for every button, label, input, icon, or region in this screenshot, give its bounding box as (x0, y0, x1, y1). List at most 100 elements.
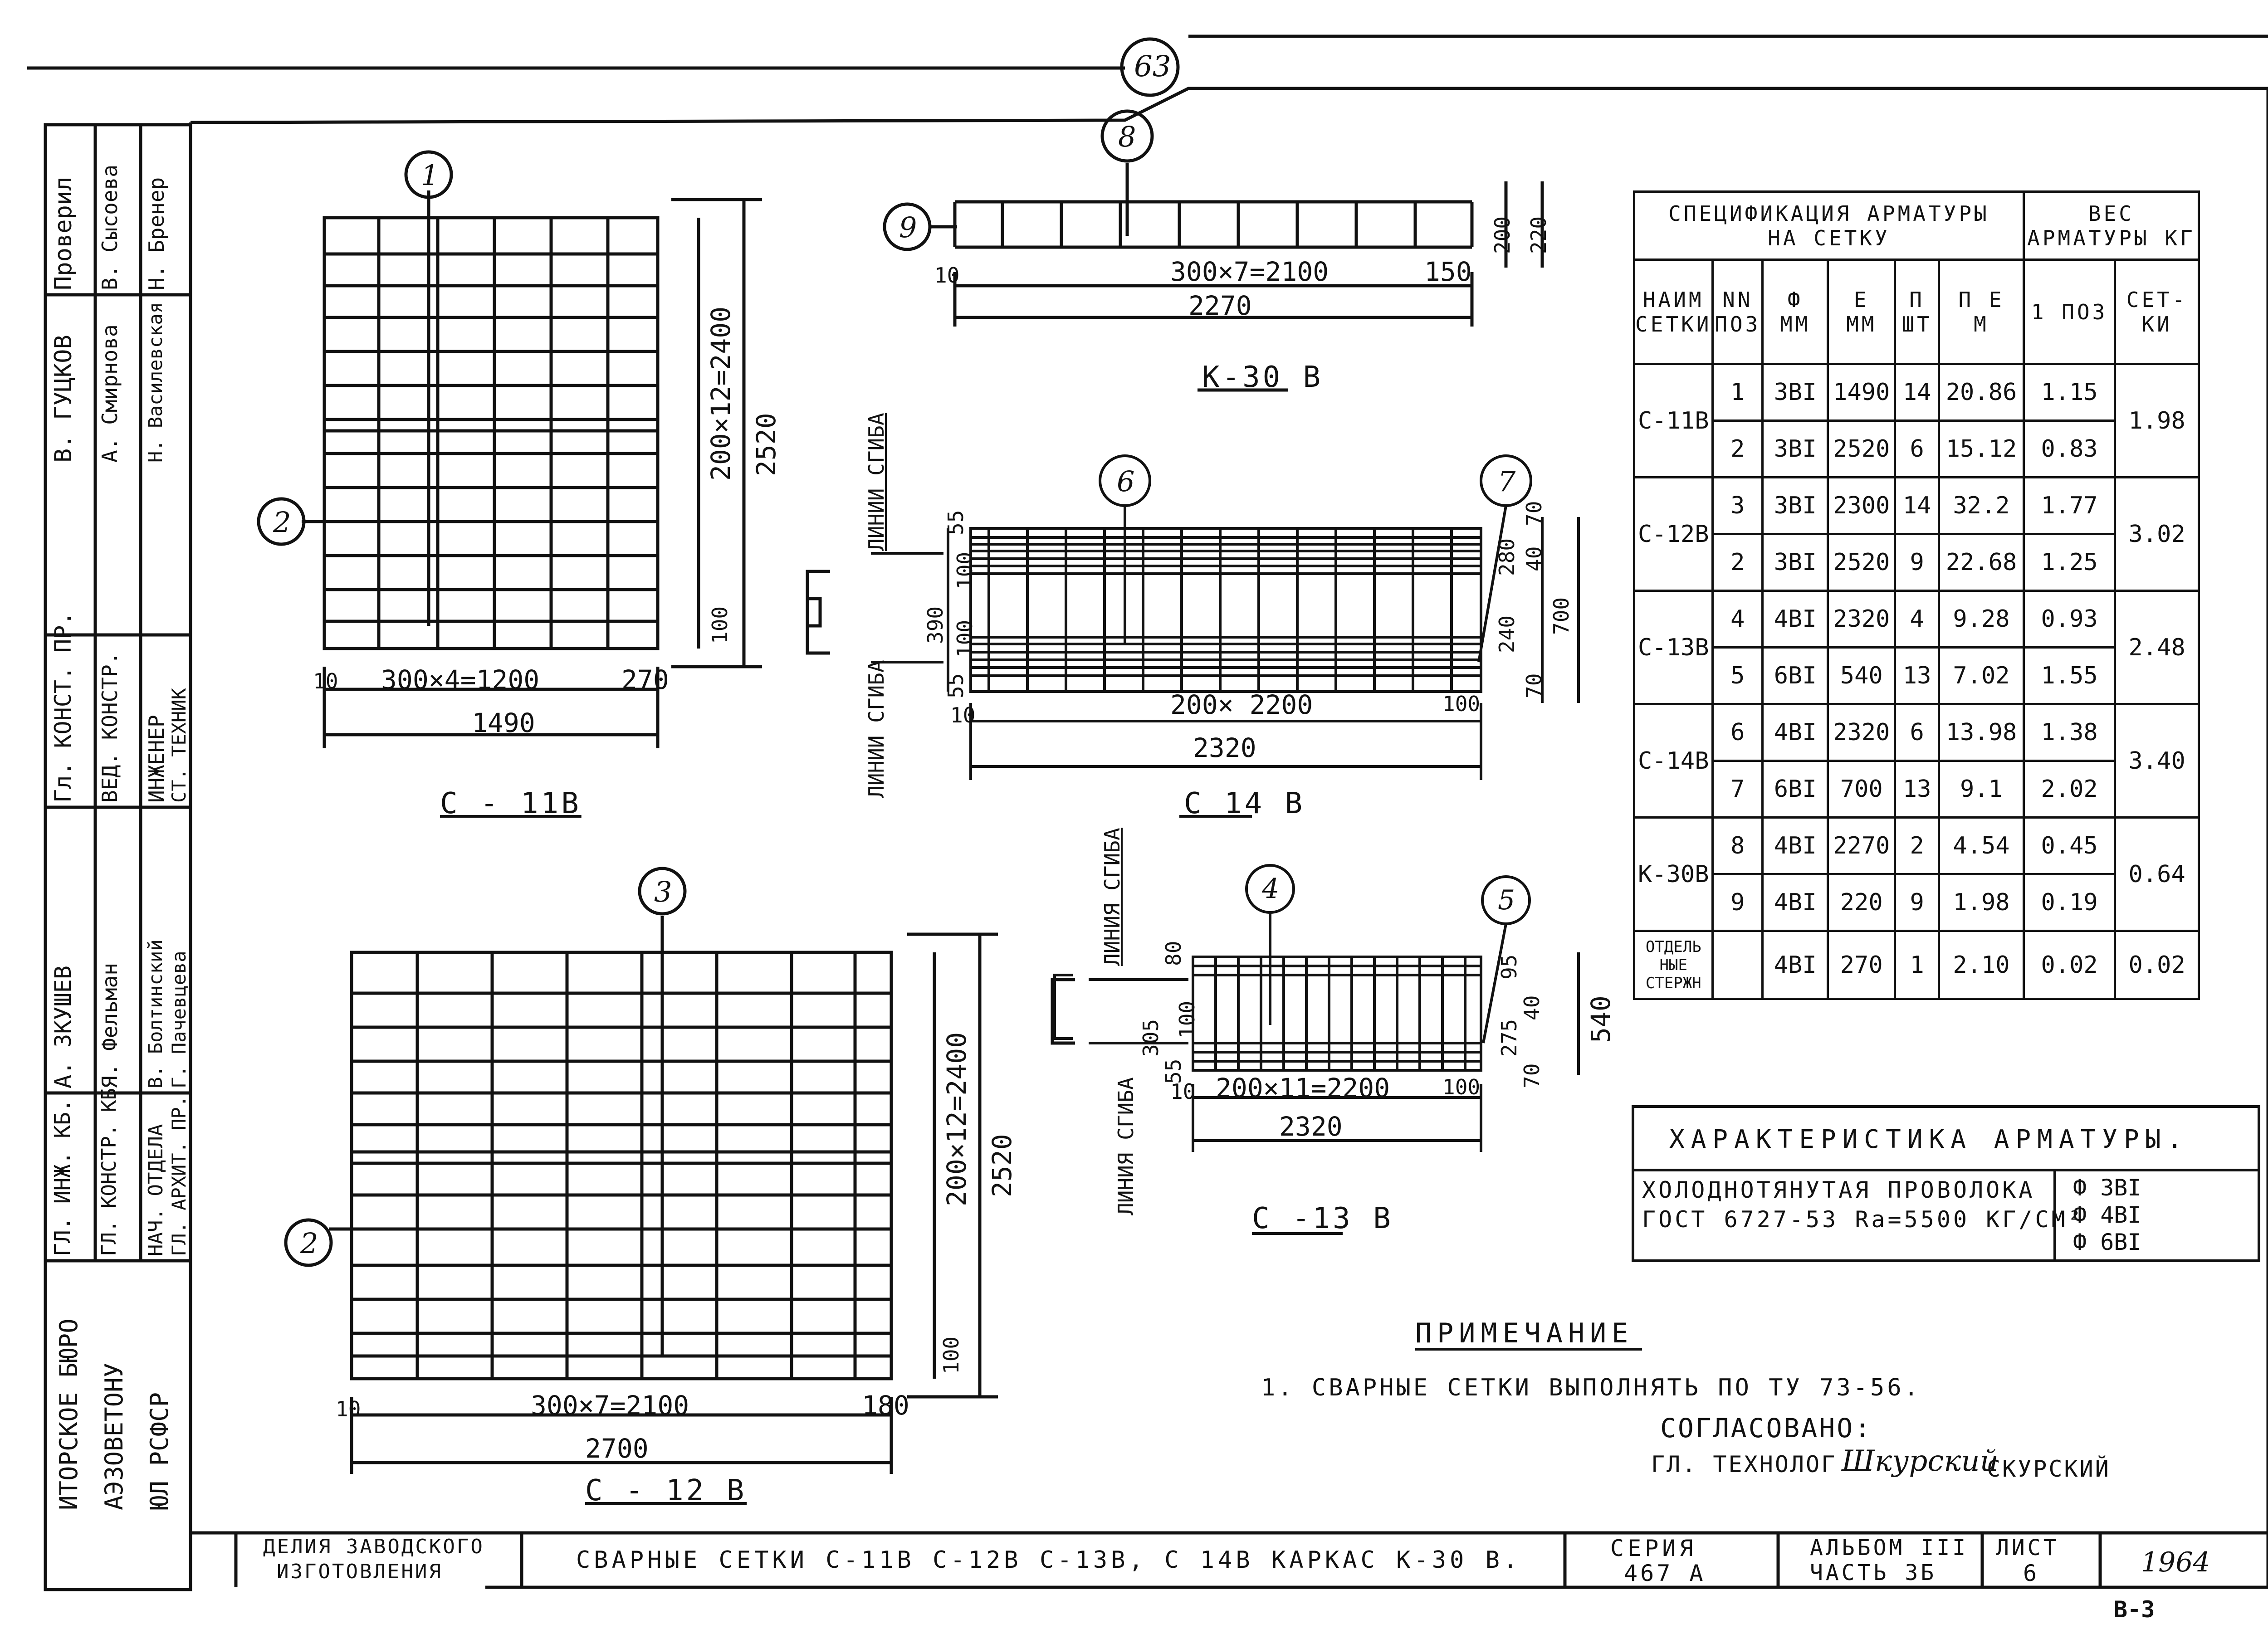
note-agreed: СОГЛАСОВАНО: (1660, 1413, 1872, 1444)
c13-bend-bottom: ЛИНИЯ СГИБА (1114, 1077, 1138, 1215)
c11-title: С - 11В (440, 787, 582, 820)
stamp-org-3: ЮЛ РСФСР (145, 1392, 174, 1510)
note-heading: ПРИМЕЧАНИЕ (1415, 1317, 1634, 1349)
spec-title-line2: НА СЕТКУ (1768, 225, 1890, 250)
tb-series-label: СЕРИЯ (1610, 1535, 1697, 1561)
c14-dim-40: 40 (1522, 546, 1546, 571)
c12-dim-10: 10 (336, 1397, 361, 1421)
k30-dim-right: 150 (1424, 256, 1472, 287)
stamp-col-role-3: СТ. ТЕХНИК (168, 688, 190, 803)
mesh-c14 (871, 454, 1580, 818)
tb-sheet-label: ЛИСТ (1996, 1535, 2059, 1561)
note-tech-role: ГЛ. ТЕХНОЛОГ (1651, 1451, 1837, 1478)
k30-callout-left: 9 (899, 211, 917, 244)
c13-dim-540: 540 (1585, 995, 1616, 1043)
frame-k30 (883, 109, 1544, 392)
tb-series-value: 467 А (1624, 1560, 1706, 1586)
steel-grade-1: Ф 3ВI (2073, 1175, 2141, 1201)
steel-title: ХАРАКТЕРИСТИКА АРМАТУРЫ. (1669, 1125, 2189, 1154)
c11-dim-total: 1490 (472, 707, 535, 738)
stamp-col-role-2: ИНЖЕНЕР (144, 715, 169, 803)
tb-album-label: АЛЬБОМ III (1810, 1535, 1968, 1561)
mesh-c13 (1053, 864, 2260, 1351)
spec-col-w2: СЕТ-КИ (2114, 259, 2200, 365)
c13-dim-95: 95 (1497, 954, 1521, 980)
note-tech-signature: Шкурский (1842, 1444, 1999, 1478)
c13-dim-right: 100 (1442, 1075, 1481, 1099)
mesh-c11 (257, 150, 830, 748)
stamp-col-name-3: Н. Бренер (144, 177, 169, 290)
c14-dim-total: 2320 (1193, 732, 1256, 763)
c12-dim-total: 2700 (585, 1433, 649, 1464)
c12-dim-width: 300×7=2100 (531, 1390, 689, 1421)
c14-bend-bottom: ЛИНИИ СГИБА (864, 660, 889, 798)
stamp-col-name2-3: Г. Пачевцева (168, 951, 190, 1088)
c11-dim-right: 270 (621, 664, 669, 695)
spec-weight-line2: АРМАТУРЫ КГ (2027, 225, 2195, 250)
steel-line2: ГОСТ 6727-53 Rа=5500 КГ/СМ² (1642, 1206, 2084, 1233)
c13-dim-total: 2320 (1279, 1111, 1343, 1142)
k30-callout-top: 8 (1118, 120, 1136, 153)
spec-weight-line1: ВЕС (2088, 201, 2134, 226)
stamp-col-role2-1: ГЛ. КОНСТР. КБ (98, 1088, 121, 1256)
c13-dim-55: 55 (1161, 1058, 1186, 1084)
corner-mark: В-3 (2114, 1596, 2155, 1623)
spec-weight-header: ВЕС АРМАТУРЫ КГ (2022, 190, 2200, 261)
c13-dim-305: 305 (1139, 1019, 1163, 1057)
c14-dim-700: 700 (1549, 597, 1574, 635)
c14-bend-top: ЛИНИИ СГИБА (864, 413, 889, 551)
c12-title: С - 12 В (585, 1474, 747, 1507)
c13-dim-10: 10 (1170, 1079, 1196, 1104)
c14-dim-280: 280 (1495, 538, 1519, 576)
note-tech-name: СКУРСКИЙ (1987, 1456, 2111, 1482)
steel-line1: ХОЛОДНОТЯНУТАЯ ПРОВОЛОКА (1642, 1177, 2035, 1203)
c11-callout-left: 2 (273, 506, 291, 539)
stamp-col-name-1: В. Сысоева (98, 165, 122, 290)
c13-callout-b: 5 (1498, 884, 1515, 916)
c12-dim-height-total: 2520 (987, 1134, 1017, 1197)
c14-dim-100b: 100 (953, 619, 977, 658)
c13-dim-100: 100 (1175, 1000, 1199, 1039)
page-number: 63 (1134, 50, 1171, 83)
stamp-col-role2-2: НАЧ. ОТДЕЛА (144, 1124, 167, 1256)
c11-dim-height-total: 2520 (751, 413, 782, 476)
c14-callout-b: 7 (1498, 465, 1516, 498)
c14-callout-a: 6 (1117, 465, 1135, 498)
k30-dim-10: 10 (934, 263, 960, 288)
tb-sheet-value: 6 (2023, 1560, 2037, 1586)
c13-bend-top: ЛИНИЯ СГИБА (1100, 828, 1124, 966)
stamp-name-2: А. ЗКУШЕВ (50, 966, 76, 1088)
c14-dim-10: 10 (950, 703, 976, 727)
c14-dim-70a: 70 (1522, 501, 1546, 526)
stamp-col-role2-3: ГЛ. АРХИТ. ПР. (168, 1095, 190, 1256)
c13-dim-70: 70 (1520, 1063, 1544, 1088)
c11-dim-height: 200×12=2400 (705, 306, 736, 481)
c14-dim-70b: 70 (1522, 673, 1546, 698)
c12-callout-left: 2 (300, 1227, 318, 1260)
tb-year: 1964 (2141, 1546, 2210, 1578)
tb-album-part: ЧАСТЬ 3Б (1810, 1560, 1937, 1585)
spec-table: СПЕЦИФИКАЦИЯ АРМАТУРЫ НА СЕТКУ ВЕС АРМАТ… (1633, 190, 2200, 1000)
c12-callout-top: 3 (654, 875, 672, 908)
c13-dim-40: 40 (1520, 995, 1544, 1020)
stamp-org-2: АЭЗОВЕТОНУ (100, 1362, 128, 1510)
c11-dim-10: 10 (313, 669, 338, 693)
c12-dim-100: 100 (939, 1336, 963, 1374)
stamp-col-name2-1: Я. Фельман (98, 963, 122, 1088)
c14-dim-100a: 100 (953, 551, 977, 590)
c14-dim-55b: 55 (943, 673, 968, 698)
k30-dim-width: 300×7=2100 (1170, 256, 1329, 287)
tb-left-line2: ИЗГОТОВЛЕНИЯ (277, 1560, 443, 1583)
c12-dim-height: 200×12=2400 (941, 1032, 972, 1206)
